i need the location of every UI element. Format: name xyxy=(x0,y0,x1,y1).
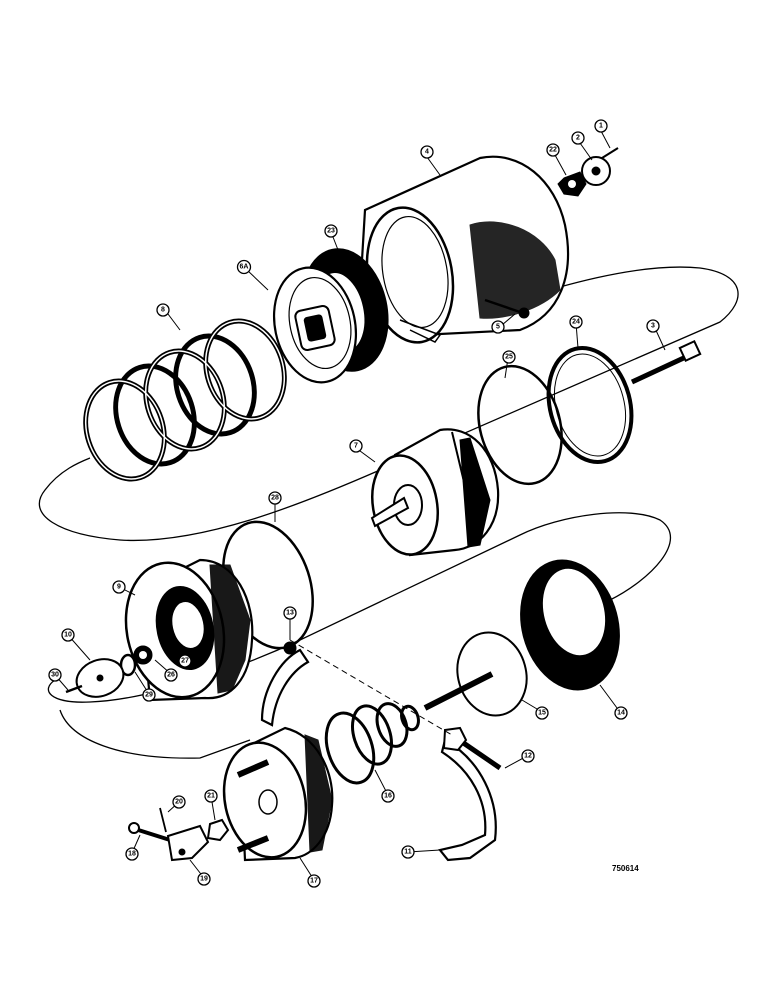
callout-2: 2 xyxy=(571,131,585,145)
callout-5: 5 xyxy=(491,320,505,334)
callout-11: 11 xyxy=(401,845,415,859)
callouts: 1 2 22 4 23 6A 8 5 24 3 25 7 28 9 13 10 … xyxy=(48,119,660,888)
drum-housing xyxy=(360,155,570,344)
svg-text:8: 8 xyxy=(161,307,165,314)
callout-28: 28 xyxy=(268,491,282,505)
callout-12: 12 xyxy=(521,749,535,763)
dust-cup xyxy=(520,559,620,691)
callout-19: 19 xyxy=(197,872,211,886)
callout-17: 17 xyxy=(307,874,321,888)
callout-16: 16 xyxy=(381,789,395,803)
callout-7: 7 xyxy=(349,439,363,453)
callout-20: 20 xyxy=(172,795,186,809)
callout-1: 1 xyxy=(594,119,608,133)
return-spring xyxy=(324,702,420,785)
svg-text:28: 28 xyxy=(271,495,279,502)
assembly-axis-line xyxy=(289,639,453,736)
small-bolt xyxy=(484,298,530,319)
callout-30: 30 xyxy=(48,668,62,682)
svg-text:6A: 6A xyxy=(240,264,249,271)
svg-text:11: 11 xyxy=(404,849,412,856)
svg-text:18: 18 xyxy=(128,851,136,858)
callout-3: 3 xyxy=(646,319,660,333)
callout-24: 24 xyxy=(569,315,583,329)
callout-22: 22 xyxy=(546,143,560,157)
large-ring xyxy=(546,346,634,464)
callout-8: 8 xyxy=(156,303,170,317)
brake-cylinder xyxy=(124,558,254,702)
upper-group-outline xyxy=(38,266,739,542)
small-fastener-group xyxy=(557,147,619,197)
o-ring-large xyxy=(477,364,563,486)
svg-text:26: 26 xyxy=(167,672,175,679)
svg-text:24: 24 xyxy=(572,319,580,326)
callout-9: 9 xyxy=(112,580,126,594)
svg-text:12: 12 xyxy=(524,753,532,760)
svg-text:29: 29 xyxy=(145,692,153,699)
callout-27: 27 xyxy=(178,654,192,668)
svg-text:27: 27 xyxy=(181,658,189,665)
clevis-group xyxy=(128,807,230,862)
anchor-strap xyxy=(438,738,497,862)
svg-text:9: 9 xyxy=(117,584,121,591)
leader-lines xyxy=(54,130,666,881)
drawing-number: 750614 xyxy=(612,864,639,873)
piston xyxy=(370,428,500,557)
callout-10: 10 xyxy=(61,628,75,642)
svg-text:5: 5 xyxy=(496,324,500,331)
push-rod-disc xyxy=(423,631,528,717)
callout-4: 4 xyxy=(420,145,434,159)
svg-text:15: 15 xyxy=(538,710,546,717)
callout-25: 25 xyxy=(502,350,516,364)
callout-14: 14 xyxy=(614,706,628,720)
svg-text:16: 16 xyxy=(384,793,392,800)
spring-seat-plate xyxy=(272,266,358,384)
svg-text:25: 25 xyxy=(505,354,513,361)
callout-23: 23 xyxy=(324,224,338,238)
svg-text:10: 10 xyxy=(64,632,72,639)
callout-6a: 6A xyxy=(236,259,252,275)
callout-18: 18 xyxy=(125,847,139,861)
svg-text:19: 19 xyxy=(200,876,208,883)
callout-15: 15 xyxy=(535,706,549,720)
cylinder-cover xyxy=(222,726,334,862)
small-cylinder-parts xyxy=(65,641,297,698)
svg-text:20: 20 xyxy=(175,799,183,806)
long-bolt xyxy=(630,339,702,385)
svg-text:14: 14 xyxy=(617,710,625,717)
lower-group-outline xyxy=(47,512,672,759)
callout-26: 26 xyxy=(164,668,178,682)
svg-text:23: 23 xyxy=(327,228,335,235)
callout-21: 21 xyxy=(204,789,218,803)
svg-text:17: 17 xyxy=(310,878,318,885)
bracket-strap xyxy=(260,648,310,727)
svg-text:3: 3 xyxy=(651,323,655,330)
svg-text:21: 21 xyxy=(207,793,215,800)
svg-text:4: 4 xyxy=(425,149,429,156)
callout-13: 13 xyxy=(283,606,297,620)
callout-29: 29 xyxy=(142,688,156,702)
svg-text:13: 13 xyxy=(286,610,294,617)
svg-text:1: 1 xyxy=(599,123,603,130)
svg-text:7: 7 xyxy=(354,443,358,450)
svg-text:2: 2 xyxy=(576,135,580,142)
svg-text:30: 30 xyxy=(51,672,59,679)
svg-text:22: 22 xyxy=(549,147,557,154)
coil-spring xyxy=(83,318,287,482)
